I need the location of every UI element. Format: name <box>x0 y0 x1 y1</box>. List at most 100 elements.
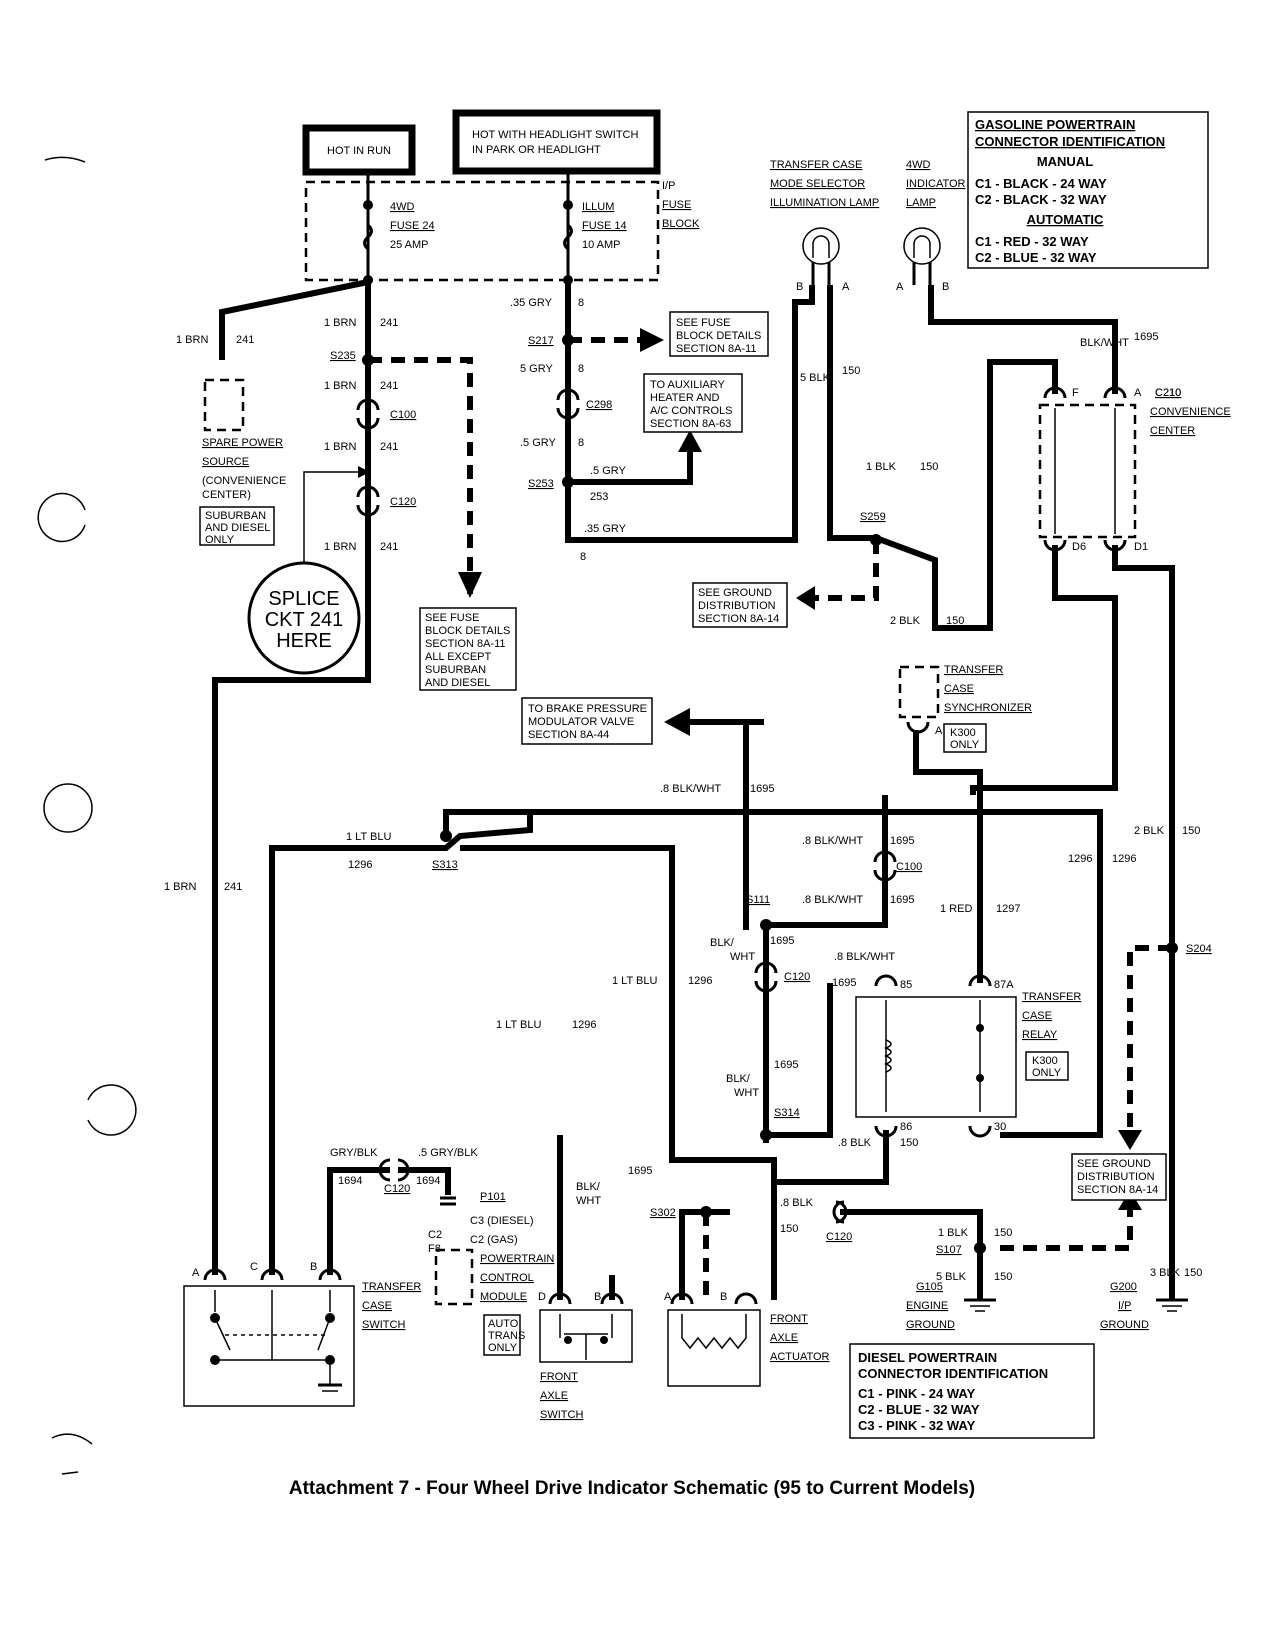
svg-text:B: B <box>942 281 949 293</box>
svg-text:FUSE 24: FUSE 24 <box>390 220 435 232</box>
svg-text:S259: S259 <box>860 511 886 523</box>
svg-text:B: B <box>796 281 803 293</box>
svg-text:AXLE: AXLE <box>770 1332 798 1344</box>
svg-text:SECTION 8A-11: SECTION 8A-11 <box>676 343 757 355</box>
svg-text:1 BRN: 1 BRN <box>176 334 208 346</box>
svg-text:5 GRY: 5 GRY <box>520 363 553 375</box>
svg-text:5 BLK: 5 BLK <box>800 372 831 384</box>
g105-ground: G105 ENGINE GROUND <box>906 1281 996 1331</box>
svg-text:RELAY: RELAY <box>1022 1029 1058 1041</box>
svg-text:AXLE: AXLE <box>540 1390 568 1402</box>
svg-text:MODE SELECTOR: MODE SELECTOR <box>770 178 865 190</box>
svg-text:8: 8 <box>578 363 584 375</box>
svg-text:BLK/: BLK/ <box>726 1073 751 1085</box>
svg-text:BLK/: BLK/ <box>576 1181 601 1193</box>
svg-text:8: 8 <box>578 297 584 309</box>
svg-text:HOT WITH HEADLIGHT SWITCH: HOT WITH HEADLIGHT SWITCH <box>472 129 638 141</box>
svg-text:SECTION 8A-63: SECTION 8A-63 <box>650 418 731 430</box>
svg-text:SECTION 8A-14: SECTION 8A-14 <box>1077 1184 1158 1196</box>
svg-text:1695: 1695 <box>890 835 914 847</box>
svg-text:A: A <box>192 1267 200 1279</box>
note-aux-heater: TO AUXILIARY HEATER AND A/C CONTROLS SEC… <box>643 373 743 433</box>
svg-text:F: F <box>1072 387 1079 399</box>
svg-text:WHT: WHT <box>576 1195 601 1207</box>
svg-text:.5 GRY: .5 GRY <box>590 465 627 477</box>
svg-text:BLOCK DETAILS: BLOCK DETAILS <box>676 330 761 342</box>
spare-power-source: SPARE POWER SOURCE (CONVENIENCE CENTER) … <box>199 378 286 546</box>
svg-text:G200: G200 <box>1110 1281 1137 1293</box>
svg-text:241: 241 <box>224 881 242 893</box>
svg-text:ALL EXCEPT: ALL EXCEPT <box>425 651 492 663</box>
svg-text:C2 - BLUE - 32 WAY: C2 - BLUE - 32 WAY <box>975 250 1097 265</box>
svg-text:(CONVENIENCE: (CONVENIENCE <box>202 475 286 487</box>
ip-fuse-block: 4WD FUSE 24 25 AMP ILLUM FUSE 14 10 AMP … <box>304 172 700 285</box>
svg-text:WHT: WHT <box>734 1087 759 1099</box>
svg-text:150: 150 <box>900 1137 918 1149</box>
svg-text:CONNECTOR IDENTIFICATION: CONNECTOR IDENTIFICATION <box>858 1366 1048 1381</box>
svg-text:1 BRN: 1 BRN <box>164 881 196 893</box>
svg-text:FRONT: FRONT <box>540 1371 578 1383</box>
svg-text:CKT 241: CKT 241 <box>265 609 344 631</box>
svg-text:A/C CONTROLS: A/C CONTROLS <box>650 405 733 417</box>
svg-text:S107: S107 <box>936 1244 962 1256</box>
svg-text:1695: 1695 <box>890 894 914 906</box>
svg-text:.8 BLK: .8 BLK <box>780 1197 814 1209</box>
svg-text:2 BLK: 2 BLK <box>1134 825 1165 837</box>
svg-text:TO AUXILIARY: TO AUXILIARY <box>650 379 725 391</box>
svg-text:C1 - PINK - 24 WAY: C1 - PINK - 24 WAY <box>858 1386 976 1401</box>
svg-text:C298: C298 <box>586 399 612 411</box>
svg-text:I/P: I/P <box>662 180 675 192</box>
svg-text:1695: 1695 <box>750 783 774 795</box>
svg-text:D6: D6 <box>1072 541 1086 553</box>
svg-text:C120: C120 <box>390 496 416 508</box>
note-brake-modulator: TO BRAKE PRESSURE MODULATOR VALVE SECTIO… <box>521 697 653 745</box>
svg-text:8: 8 <box>580 551 586 563</box>
svg-text:ONLY: ONLY <box>205 534 235 546</box>
svg-text:1 LT BLU: 1 LT BLU <box>346 831 392 843</box>
svg-text:BLOCK DETAILS: BLOCK DETAILS <box>425 625 510 637</box>
svg-text:SUBURBAN: SUBURBAN <box>425 664 486 676</box>
svg-text:GASOLINE POWERTRAIN: GASOLINE POWERTRAIN <box>975 117 1135 132</box>
svg-text:3 BLK: 3 BLK <box>1150 1267 1181 1279</box>
svg-text:.8 BLK/WHT: .8 BLK/WHT <box>802 894 863 906</box>
svg-text:1695: 1695 <box>832 977 856 989</box>
svg-text:1694: 1694 <box>338 1175 362 1187</box>
svg-text:CASE: CASE <box>1022 1010 1052 1022</box>
svg-text:AND DIESEL: AND DIESEL <box>425 677 490 689</box>
svg-text:1 LT BLU: 1 LT BLU <box>612 975 658 987</box>
svg-text:ILLUM: ILLUM <box>582 201 614 213</box>
svg-text:1 BLK: 1 BLK <box>866 461 897 473</box>
svg-text:CONTROL: CONTROL <box>480 1272 534 1284</box>
svg-text:D1: D1 <box>1134 541 1148 553</box>
svg-text:CONVENIENCE: CONVENIENCE <box>1150 406 1231 418</box>
mode-selector-lamp: TRANSFER CASE MODE SELECTOR ILLUMINATION… <box>770 159 879 293</box>
svg-text:FUSE 14: FUSE 14 <box>582 220 627 232</box>
svg-text:1297: 1297 <box>996 903 1020 915</box>
svg-text:HOT IN RUN: HOT IN RUN <box>327 145 391 157</box>
svg-text:TRANS: TRANS <box>488 1330 525 1342</box>
svg-text:F8: F8 <box>428 1243 441 1255</box>
svg-text:B: B <box>720 1291 727 1303</box>
svg-text:4WD: 4WD <box>906 159 931 171</box>
svg-text:FUSE: FUSE <box>662 199 691 211</box>
svg-text:1 BRN: 1 BRN <box>324 441 356 453</box>
svg-text:GROUND: GROUND <box>906 1319 955 1331</box>
svg-text:253: 253 <box>590 491 608 503</box>
svg-text:1296: 1296 <box>1112 853 1136 865</box>
svg-text:DISTRIBUTION: DISTRIBUTION <box>698 600 776 612</box>
svg-text:A: A <box>1134 387 1142 399</box>
dashed-paths <box>368 328 1172 1300</box>
svg-text:IN PARK OR HEADLIGHT: IN PARK OR HEADLIGHT <box>472 144 601 156</box>
svg-text:C100: C100 <box>390 409 416 421</box>
svg-text:SEE FUSE: SEE FUSE <box>425 612 479 624</box>
wires <box>212 262 1175 1300</box>
svg-text:150: 150 <box>994 1271 1012 1283</box>
svg-text:BLOCK: BLOCK <box>662 218 700 230</box>
svg-text:2 BLK: 2 BLK <box>890 615 921 627</box>
svg-text:1 BRN: 1 BRN <box>324 317 356 329</box>
svg-text:SOURCE: SOURCE <box>202 456 249 468</box>
svg-text:ONLY: ONLY <box>950 739 980 751</box>
svg-text:241: 241 <box>380 317 398 329</box>
